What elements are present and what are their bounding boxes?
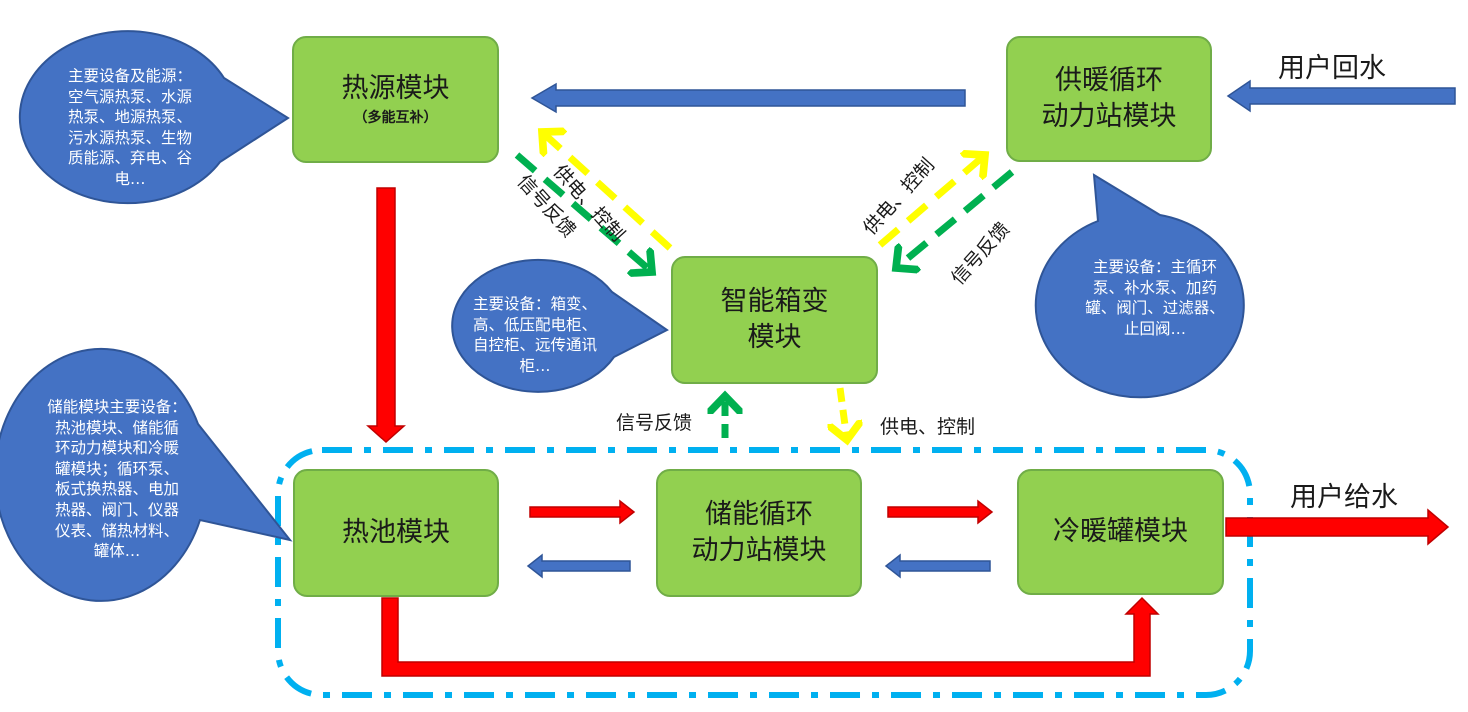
bubble-text-line: 主要设备：主循环 — [1092, 258, 1217, 276]
storage-to-tank-arrow — [887, 499, 994, 525]
storage-pump-line1: 储能循环 — [705, 498, 813, 530]
bubble-text-line: 柜… — [519, 356, 551, 375]
bubble-text-line: 止回阀… — [1123, 319, 1186, 338]
bubble-text-line: 主要设备：箱变、 — [472, 295, 597, 313]
bubble-heat-source — [18, 30, 290, 205]
bubble-pump-station — [1034, 173, 1245, 399]
control-line-heat-source — [542, 132, 673, 251]
bubble-text-line: 空气源热泵、水源 — [67, 87, 192, 106]
bubble-text-line: 热器、阀门、仪器 — [54, 501, 179, 520]
signal-line-heat-source — [514, 152, 652, 272]
bubble-text-line: 质能源、弃电、谷 — [67, 149, 192, 168]
substation-line1: 智能箱变 — [720, 285, 829, 317]
storage-pump-line2: 动力站模块 — [691, 535, 827, 566]
bubble-storage — [0, 347, 293, 602]
heat-source-title: 热源模块 — [341, 72, 450, 104]
storage-to-pool-arrow — [526, 553, 631, 579]
bubble-text-line: 罐、阀门、过滤器、 — [1085, 299, 1225, 318]
heat-supply-arrow — [366, 187, 406, 444]
tank-to-storage-arrow — [884, 553, 991, 579]
heat-source-module: 热源模块 （多能互补） — [292, 36, 499, 163]
power-bottom-label: 供电、控制 — [880, 416, 976, 438]
user-return-label: 用户回水 — [1278, 53, 1386, 84]
bubble-text-line: 泵、补水泵、加药 — [1092, 278, 1217, 297]
heat-pool-module: 热池模块 — [293, 469, 499, 597]
bubble-heat-source-text: 主要设备及能源： 空气源热泵、水源 热泵、地源热泵、 污水源热泵、生物 质能源、… — [40, 66, 220, 190]
bubble-text-line: 储能模块主要设备： — [47, 398, 187, 416]
heat-pool-title: 热池模块 — [342, 516, 450, 548]
heat-source-subtitle: （多能互补） — [353, 110, 438, 127]
tank-module: 冷暖罐模块 — [1017, 469, 1224, 595]
bubble-text-line: 自控柜、远传通讯 — [472, 336, 597, 355]
bubble-text-line: 电… — [114, 170, 146, 189]
pump-station-line1: 供暖循环 — [1055, 64, 1163, 96]
bubble-text-line: 热池模块、储能循 — [54, 418, 179, 437]
signal-bottom-label: 信号反馈 — [616, 412, 693, 434]
bubble-storage-text: 储能模块主要设备： 热池模块、储能循 环动力模块和冷暖 罐模块；循环泵、 板式换… — [22, 397, 212, 562]
bubble-text-line: 热泵、地源热泵、 — [67, 108, 192, 127]
substation-line2: 模块 — [747, 322, 802, 353]
bypass-arrow — [381, 596, 1160, 677]
bubble-text-line: 罐模块；循环泵、 — [54, 459, 179, 478]
bubble-text-line: 高、低压配电柜、 — [472, 315, 597, 334]
pump-station-module: 供暖循环 动力站模块 — [1006, 36, 1212, 162]
bubble-substation-text: 主要设备：箱变、 高、低压配电柜、 自控柜、远传通讯 柜… — [455, 294, 615, 376]
user-return-arrow — [1226, 79, 1456, 113]
user-supply-label: 用户给水 — [1290, 482, 1398, 513]
storage-pump-module: 储能循环 动力站模块 — [656, 469, 862, 597]
substation-module: 智能箱变 模块 — [671, 256, 878, 384]
bubble-substation — [451, 258, 669, 393]
tank-title: 冷暖罐模块 — [1053, 515, 1188, 547]
control-line-pump-station — [877, 155, 985, 248]
bubble-pump-station-text: 主要设备：主循环 泵、补水泵、加药 罐、阀门、过滤器、 止回阀… — [1070, 257, 1240, 339]
signal-line-pump-station — [896, 169, 1015, 268]
pump-station-line2: 动力站模块 — [1041, 101, 1177, 132]
bubble-text-line: 环动力模块和冷暖 — [54, 439, 179, 458]
storage-boundary — [275, 447, 1253, 698]
pool-to-storage-arrow — [529, 499, 636, 525]
bubble-text-line: 罐体… — [93, 542, 141, 561]
control-line-storage — [840, 387, 847, 440]
bubble-text-line: 仪表、储热材料、 — [54, 521, 179, 540]
bubble-text-line: 主要设备及能源： — [67, 67, 192, 85]
bubble-text-line: 板式换热器、电加 — [54, 480, 179, 499]
return-flow-arrow-top — [530, 82, 966, 114]
user-supply-arrow — [1225, 508, 1450, 546]
bubble-text-line: 污水源热泵、生物 — [67, 128, 192, 147]
